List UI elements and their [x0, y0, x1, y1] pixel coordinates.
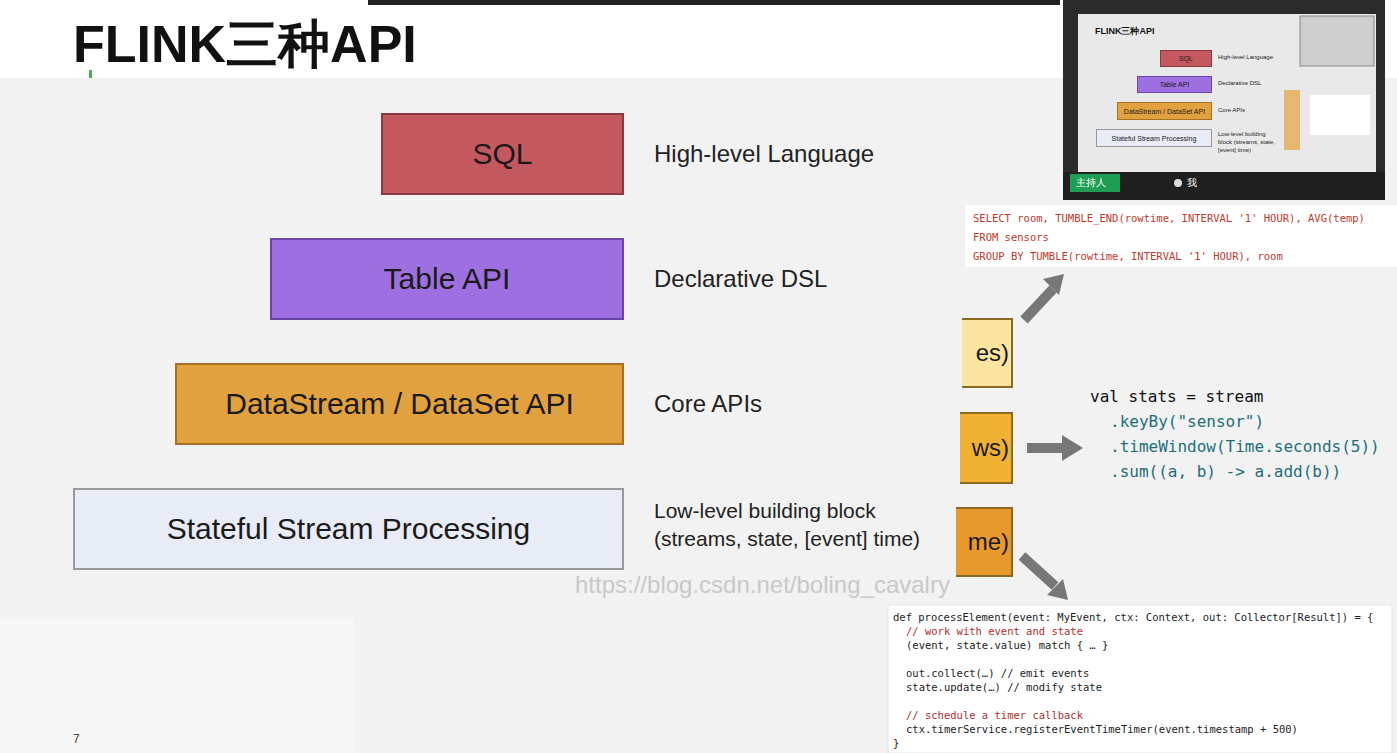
thumb-layer-box: SQL: [1160, 50, 1212, 67]
scala-code-line: .timeWindow(Time.seconds(5)): [1110, 438, 1380, 456]
box-label: Table API: [384, 262, 511, 296]
thumb-code: [1310, 95, 1370, 135]
sql-code-line: FROM sensors: [973, 231, 1049, 243]
box-label: SQL: [1179, 55, 1193, 62]
code-line: state.update(…) // modify state: [906, 681, 1102, 693]
box-label: Table API: [1160, 81, 1190, 88]
layer-description: High-level Language: [654, 140, 874, 168]
layer-description: Declarative DSL: [654, 265, 827, 293]
cropped-box: me): [956, 507, 1013, 577]
video-toolbar: [1063, 172, 1385, 200]
scala-code-line: val stats = stream: [1090, 388, 1263, 406]
code-line: out.collect(…) // emit events: [906, 667, 1089, 679]
box-label: es): [976, 339, 1009, 367]
thumb-title: FLINK三种API: [1095, 26, 1155, 36]
api-layer-box: DataStream / DataSet API: [175, 363, 624, 445]
cropped-box: ws): [960, 412, 1013, 484]
box-label: Stateful Stream Processing: [167, 512, 531, 546]
code-comment: // work with event and state: [906, 625, 1083, 637]
video-slide: [1078, 14, 1376, 174]
api-layer-box: Table API: [270, 238, 624, 320]
top-bar: [368, 0, 1060, 5]
code-comment: // schedule a timer callback: [906, 709, 1083, 721]
sql-code-panel: [965, 205, 1397, 267]
box-label: SQL: [472, 137, 532, 171]
watermark: https://blog.csdn.net/boling_cavalry: [575, 571, 950, 599]
box-label: ws): [972, 434, 1009, 462]
layer-description: Low-level building block (streams, state…: [654, 497, 954, 554]
scala-code-line: .sum((a, b) -> a.add(b)): [1110, 463, 1341, 481]
mic-icon: [1174, 179, 1182, 187]
code-line: (event, state.value) match { … }: [906, 639, 1108, 651]
thumb-description: Core APIs: [1218, 107, 1245, 114]
arrow-shaft: [1027, 443, 1064, 453]
box-label: me): [968, 528, 1009, 556]
thumb-layer-box: Stateful Stream Processing: [1096, 129, 1212, 147]
layer-description: Core APIs: [654, 390, 762, 418]
thumb-layer-box: DataStream / DataSet API: [1117, 102, 1212, 120]
thumb-description: Low-level building block (streams, state…: [1218, 130, 1280, 154]
thumb-description: High-level Language: [1218, 54, 1273, 61]
box-label: DataStream / DataSet API: [1124, 108, 1205, 115]
host-label: 主持人: [1076, 177, 1106, 189]
scala-code-line: .keyBy("sensor"): [1110, 413, 1264, 431]
sql-code-line: SELECT room, TUMBLE_END(rowtime, INTERVA…: [973, 212, 1365, 224]
box-label: DataStream / DataSet API: [225, 387, 574, 421]
slide-title: FLINK三种API: [73, 10, 417, 80]
box-label: Stateful Stream Processing: [1112, 135, 1197, 142]
thumb-description: Declarative DSL: [1218, 80, 1261, 87]
self-label: 我: [1187, 177, 1197, 189]
code-line: }: [893, 737, 899, 749]
thumb-layer-box: Table API: [1137, 76, 1212, 93]
cropped-box: es): [962, 318, 1013, 388]
sql-code-line: GROUP BY TUMBLE(rowtime, INTERVAL '1' HO…: [973, 250, 1283, 262]
arrow-head: [1062, 435, 1083, 461]
code-line: ctx.timerService.registerEventTimeTimer(…: [906, 723, 1298, 735]
arrow-shaft: [1022, 556, 1055, 586]
nested-thumbnail: [1300, 16, 1374, 66]
host-badge: [1070, 174, 1120, 192]
code-line: def processElement(event: MyEvent, ctx: …: [893, 611, 1373, 623]
page-number: 7: [73, 733, 80, 747]
video-window: [1063, 0, 1385, 200]
api-layer-box: Stateful Stream Processing: [73, 488, 624, 570]
thumb-decoration: [1284, 90, 1300, 150]
arrow-shaft: [1024, 289, 1053, 320]
code-panel: [888, 605, 1392, 753]
footer-patch: [0, 617, 355, 753]
arrow-head: [1043, 274, 1064, 295]
arrow-head: [1047, 579, 1068, 600]
api-layer-box: SQL: [381, 113, 624, 195]
